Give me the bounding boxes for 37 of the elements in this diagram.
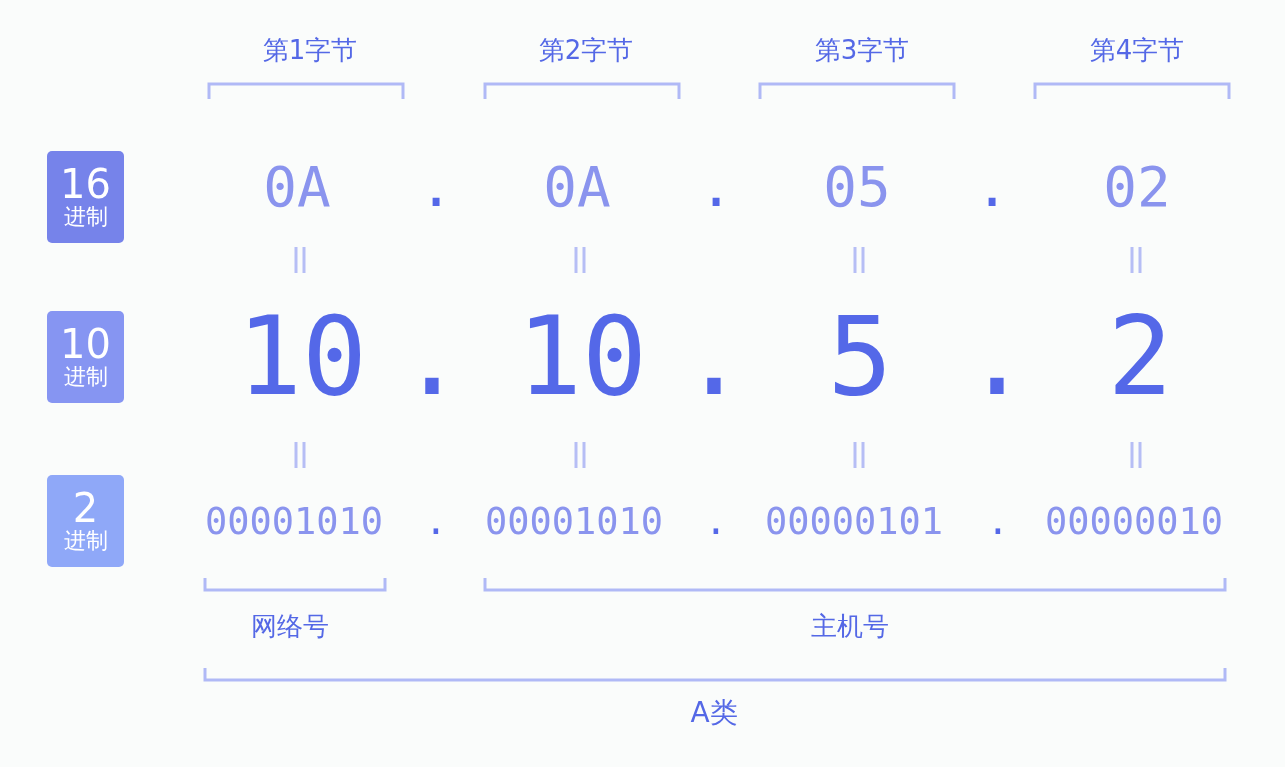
host-part-label: 主机号 [811,613,889,639]
base-label: 进制 [63,366,108,388]
hex-value: 02 [1103,159,1171,215]
hex-value: 0A [543,159,611,215]
binary-value: 00001010 [484,502,664,540]
separator-dot: . [964,303,1030,411]
base-number: 10 [60,324,111,364]
binary-value: 00000010 [1044,502,1224,540]
separator-dot: . [699,159,733,215]
base-number: 16 [60,164,111,204]
separator-dot: . [424,502,448,540]
separator-dot: . [704,502,728,540]
decimal-value: 10 [517,303,647,411]
byte-heading: 第2字节 [538,37,634,63]
hex-value: 0A [263,159,331,215]
byte-heading: 第1字节 [262,37,358,63]
network-part-label: 网络号 [251,613,329,639]
separator-dot: . [681,303,747,411]
hex-value: 05 [823,159,891,215]
binary-value: 00000101 [764,502,944,540]
decimal-value: 10 [237,303,367,411]
base-badge [47,475,124,567]
base-number: 2 [72,488,99,528]
decimal-value: 2 [1107,303,1173,411]
binary-value: 00001010 [204,502,384,540]
byte-heading: 第4字节 [1089,37,1185,63]
decimal-value: 5 [827,303,893,411]
base-label: 进制 [63,530,108,552]
address-class-label: A类 [690,699,738,727]
base-badge [47,151,124,243]
base-badge [47,311,124,403]
separator-dot: . [975,159,1009,215]
separator-dot: . [419,159,453,215]
byte-heading: 第3字节 [814,37,910,63]
base-label: 进制 [63,206,108,228]
separator-dot: . [399,303,465,411]
separator-dot: . [986,502,1010,540]
